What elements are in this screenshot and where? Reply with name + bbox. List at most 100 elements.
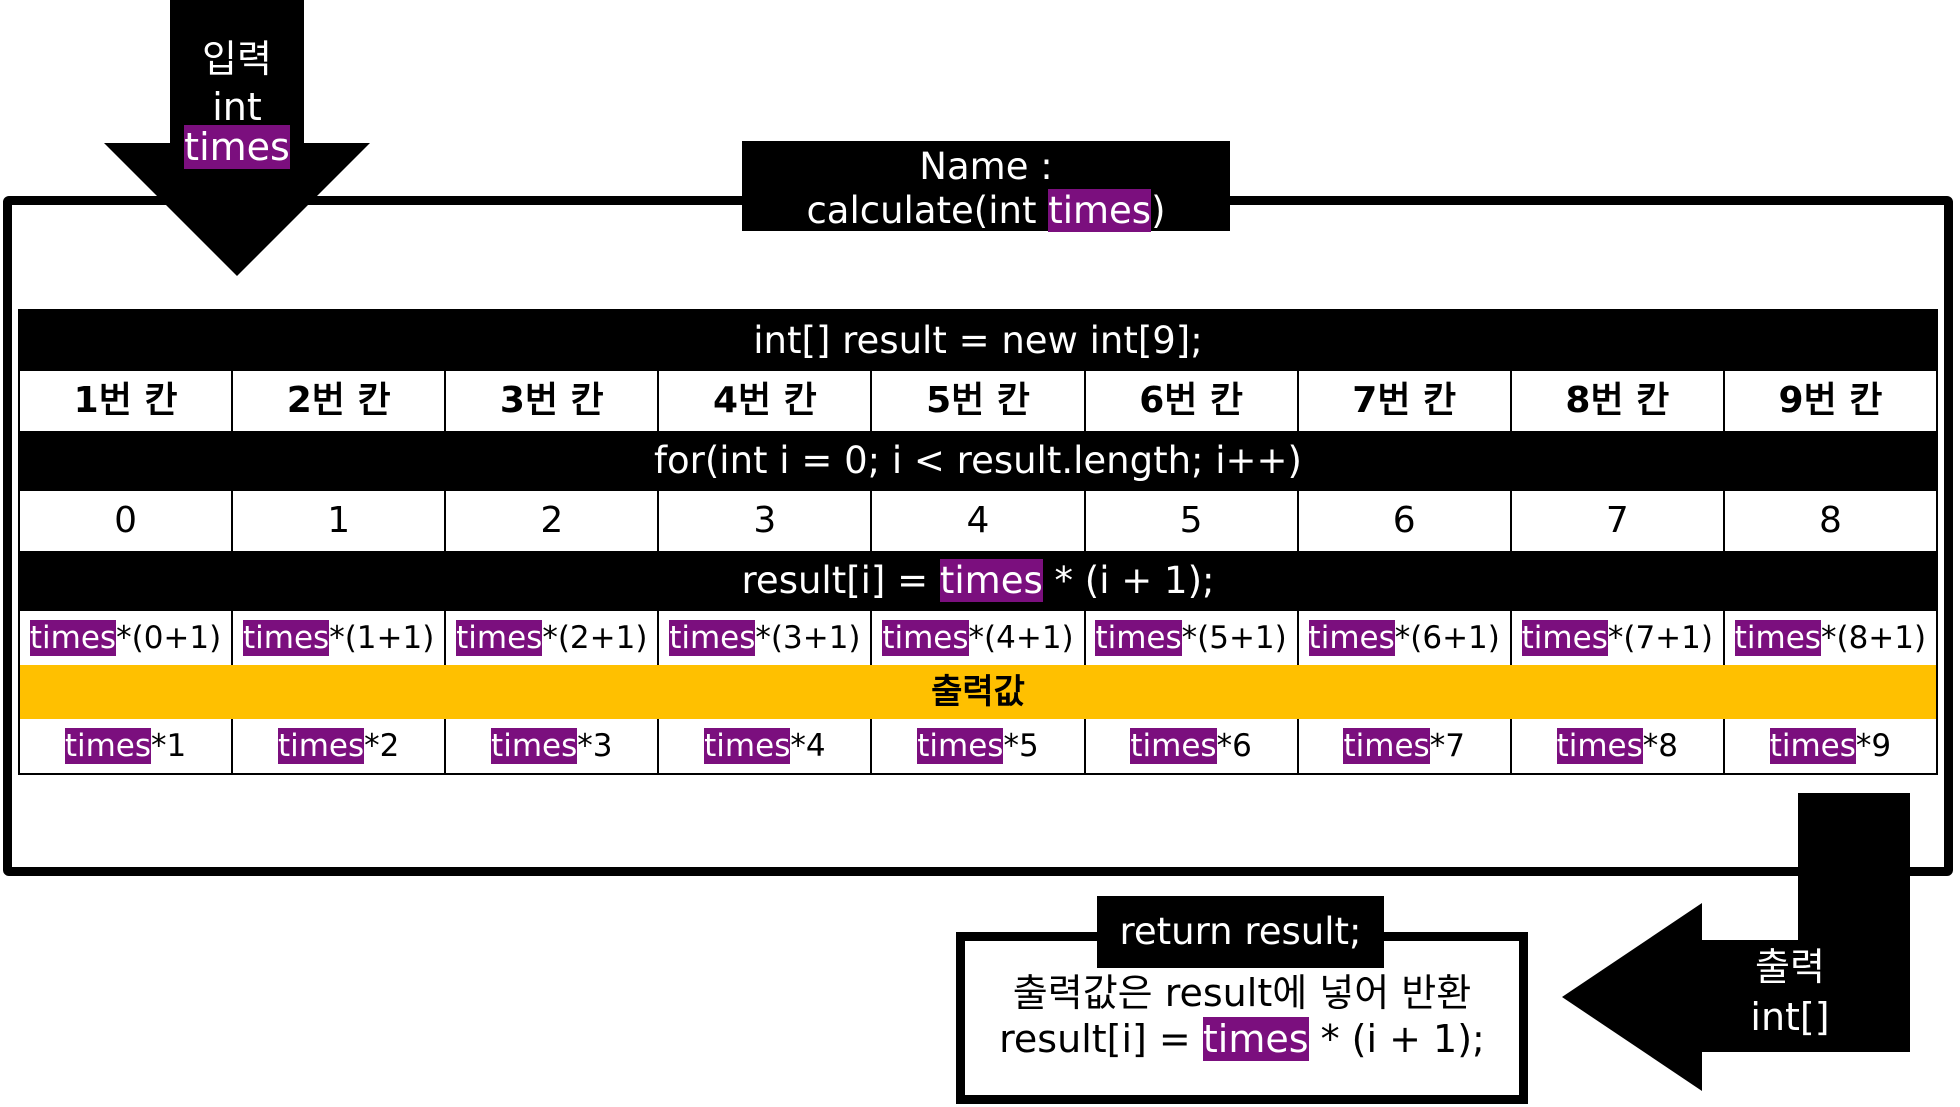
array-declaration: int[] result = new int[9]; (20, 311, 1936, 371)
index-row: 0 1 2 3 4 5 6 7 8 (20, 491, 1936, 551)
slot-header: 2번 칸 (233, 371, 447, 431)
output-cell: times*8 (1512, 719, 1725, 773)
slot-header: 7번 칸 (1299, 371, 1512, 431)
assignment-prefix: result[i] = (741, 559, 940, 602)
return-expr-prefix: result[i] = (999, 1017, 1203, 1061)
return-description: 출력값은 result에 넣어 반환 result[i] = times * (… (966, 970, 1518, 1062)
input-heading: 입력 (202, 37, 272, 81)
output-cell: times*7 (1299, 719, 1512, 773)
expression-row: times*(0+1) times*(1+1) times*(2+1) time… (20, 611, 1936, 665)
output-param: times (1130, 728, 1217, 764)
output-cell: times*2 (233, 719, 447, 773)
output-rest: *5 (1003, 728, 1039, 764)
for-loop-band: for(int i = 0; i < result.length; i++) (20, 431, 1936, 491)
output-cell: times*5 (872, 719, 1086, 773)
assignment-band: result[i] = times * (i + 1); (20, 551, 1936, 611)
function-name-box: Name : calculate(int times) (742, 141, 1230, 233)
output-rest: *9 (1855, 728, 1892, 764)
return-statement: return result; (1097, 896, 1384, 968)
output-rest: *6 (1216, 728, 1252, 764)
output-rest: *8 (1642, 728, 1679, 764)
output-rest: *3 (577, 728, 613, 764)
expression-param: times (1308, 620, 1395, 656)
output-param: times (917, 728, 1004, 764)
index-cell: 6 (1299, 491, 1512, 551)
expression-rest: *(7+1) (1607, 620, 1713, 656)
output-param: times (704, 728, 791, 764)
return-description-line2: result[i] = times * (i + 1); (966, 1016, 1518, 1062)
expression-param: times (1521, 620, 1608, 656)
output-param: times (1343, 728, 1430, 764)
output-param: times (64, 728, 152, 764)
expression-param: times (669, 620, 756, 656)
slot-header: 3번 칸 (446, 371, 660, 431)
output-type: int[] (1750, 995, 1830, 1039)
output-param: times (1556, 728, 1643, 764)
input-param-highlight: times (184, 125, 290, 169)
expression-rest: *(6+1) (1394, 620, 1500, 656)
expression-cell: times*(5+1) (1086, 611, 1299, 665)
expression-rest: *(5+1) (1181, 620, 1287, 656)
index-cell: 3 (659, 491, 873, 551)
expression-rest: *(1+1) (329, 620, 435, 656)
output-rest: *1 (151, 728, 187, 764)
assignment-suffix: * (i + 1); (1042, 559, 1215, 602)
expression-cell: times*(4+1) (872, 611, 1086, 665)
signature-suffix: ) (1151, 189, 1166, 232)
expression-cell: times*(7+1) (1512, 611, 1725, 665)
output-param: times (491, 728, 578, 764)
output-rest: *7 (1429, 728, 1465, 764)
expression-param: times (1095, 620, 1182, 656)
expression-param: times (882, 620, 969, 656)
expression-rest: *(0+1) (116, 620, 222, 656)
return-expr-suffix: * (i + 1); (1308, 1017, 1485, 1061)
slot-header: 9번 칸 (1778, 380, 1883, 421)
return-description-line1: 출력값은 result에 넣어 반환 (1012, 971, 1472, 1015)
slot-header: 8번 칸 (1512, 371, 1725, 431)
expression-cell: times*(2+1) (446, 611, 660, 665)
return-expr-param: times (1202, 1017, 1309, 1061)
output-value-band: 출력값 (20, 665, 1936, 719)
output-rest: *2 (364, 728, 400, 764)
expression-param: times (243, 620, 330, 656)
slot-header: 6번 칸 (1086, 371, 1299, 431)
expression-param: times (456, 620, 543, 656)
expression-rest: *(3+1) (755, 620, 861, 656)
function-signature: calculate(int times) (742, 189, 1230, 233)
expression-cell: times*(0+1) (20, 611, 234, 665)
signature-prefix: calculate(int (806, 189, 1049, 232)
slot-header: 5번 칸 (872, 371, 1086, 431)
signature-param: times (1048, 189, 1152, 232)
output-cell: times*3 (446, 719, 660, 773)
expression-param: times (29, 620, 117, 656)
result-table: int[] result = new int[9]; 1번 칸 2번 칸 3번 … (18, 309, 1938, 775)
expression-cell: times*(3+1) (659, 611, 873, 665)
index-cell: 2 (446, 491, 660, 551)
output-cell: times*4 (659, 719, 873, 773)
expression-param: times (1734, 620, 1821, 656)
index-cell: 1 (233, 491, 447, 551)
index-cell: 7 (1512, 491, 1725, 551)
expression-rest: *(4+1) (968, 620, 1074, 656)
index-cell: 8 (1818, 500, 1842, 541)
function-name-label: Name : (919, 145, 1053, 188)
input-param: times (170, 124, 304, 170)
output-param: times (1769, 728, 1856, 764)
index-cell: 5 (1086, 491, 1299, 551)
output-row: times*1 times*2 times*3 times*4 times*5 … (20, 719, 1936, 773)
slot-header-row: 1번 칸 2번 칸 3번 칸 4번 칸 5번 칸 6번 칸 7번 칸 8번 칸 … (20, 371, 1936, 431)
output-heading: 출력 (1755, 945, 1825, 989)
expression-cell: times*(6+1) (1299, 611, 1512, 665)
expression-rest: *(8+1) (1820, 620, 1927, 656)
output-rest: *4 (790, 728, 826, 764)
slot-header: 1번 칸 (20, 371, 234, 431)
expression-cell: times*(1+1) (233, 611, 447, 665)
index-cell: 4 (872, 491, 1086, 551)
index-cell: 0 (20, 491, 234, 551)
expression-rest: *(2+1) (542, 620, 648, 656)
expression-cell: times*(8+1) (1725, 611, 1936, 665)
input-type: int (212, 85, 262, 129)
output-cell: times*9 (1725, 719, 1936, 773)
output-cell: times*6 (1086, 719, 1299, 773)
output-param: times (277, 728, 365, 764)
